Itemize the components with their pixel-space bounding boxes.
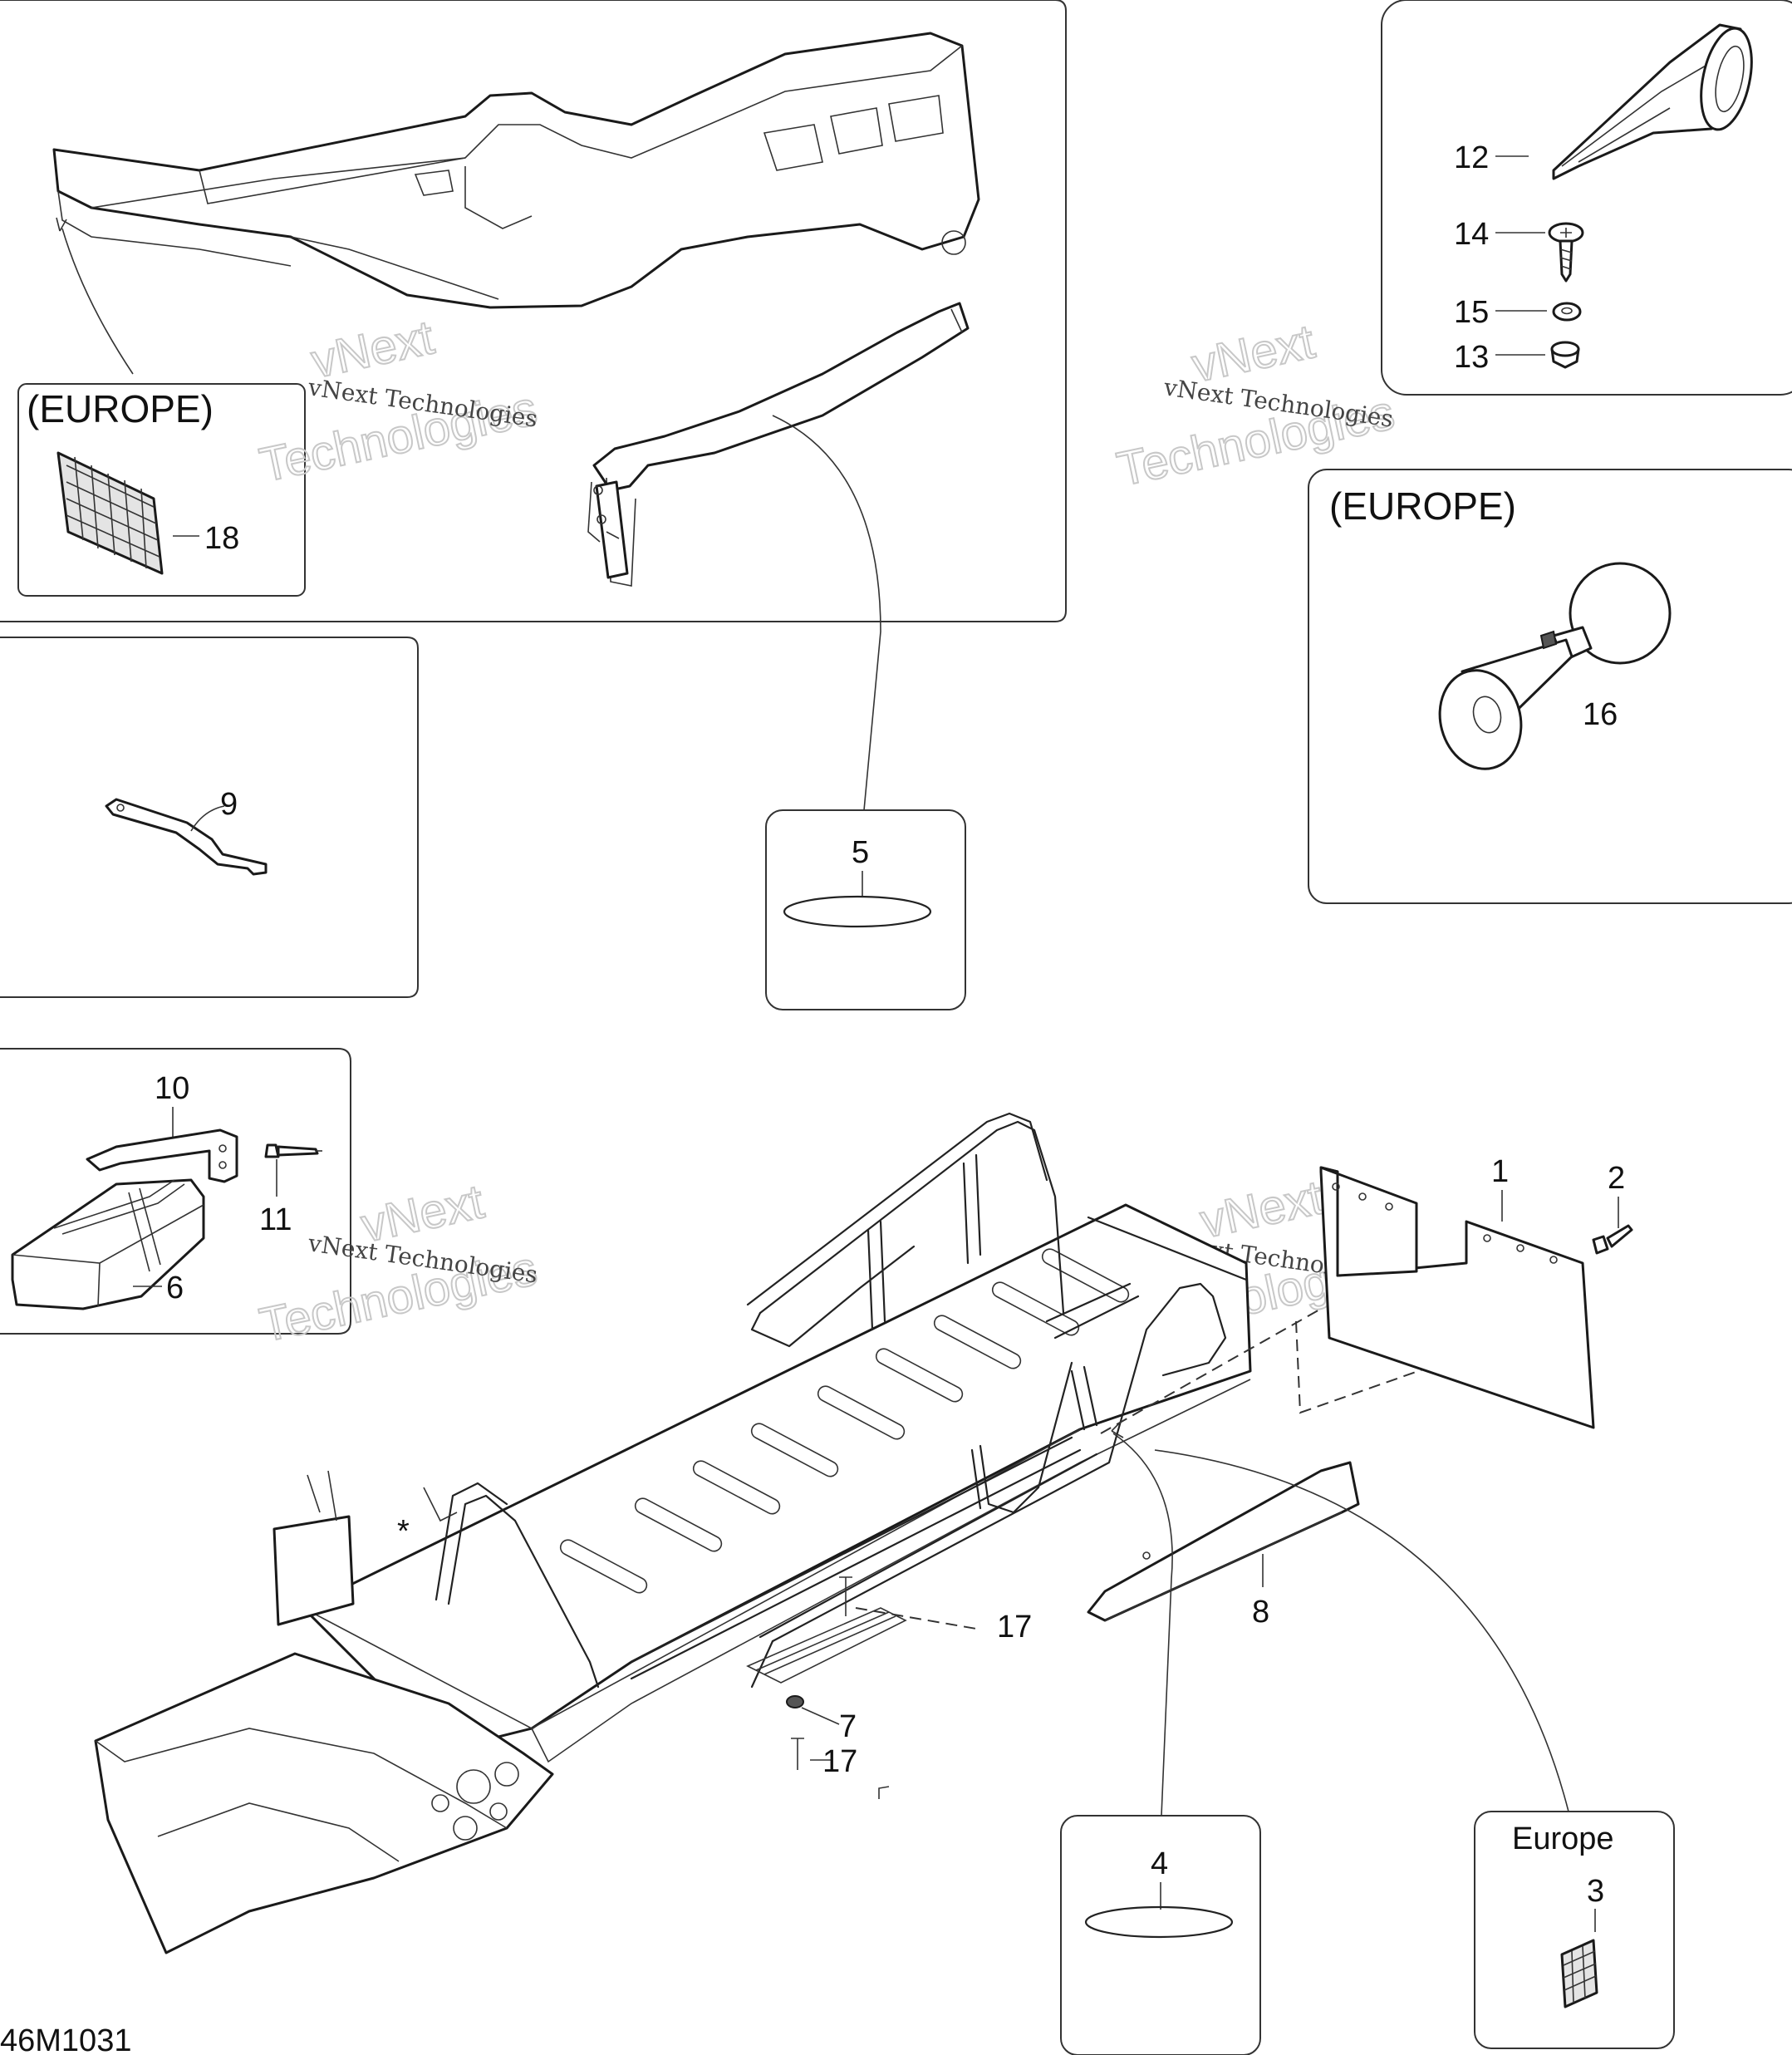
callout-16: 16 — [1583, 697, 1618, 732]
bracket-drawing — [86, 1128, 238, 1183]
callout-17a: 17 — [997, 1610, 1032, 1644]
leader-17a — [855, 1607, 977, 1630]
leader-7 — [801, 1707, 840, 1725]
callout-1: 1 — [1491, 1154, 1509, 1189]
callout-4: 4 — [1151, 1846, 1168, 1881]
callout-5: 5 — [852, 835, 869, 870]
callout-17b: 17 — [822, 1744, 857, 1779]
europe-label-bottom: Europe — [1512, 1821, 1614, 1856]
dashed-flap-leader — [1100, 1308, 1525, 1434]
screw-drawing — [1548, 222, 1584, 283]
callout-14: 14 — [1454, 217, 1489, 252]
spanner-wrench-drawing — [105, 798, 268, 876]
inset-box-bag — [0, 1048, 351, 1335]
rear-bumper-drawing — [52, 32, 980, 309]
watermark-1: vNext Technologies vNext Technologies — [254, 309, 543, 493]
europe-label-reflector: (EUROPE) — [27, 387, 214, 430]
europe-label-horn: (EUROPE) — [1329, 484, 1516, 528]
inset-box-part-5 — [765, 809, 966, 1010]
protector-plate-drawing — [1087, 1461, 1360, 1622]
leader-arrow-frame — [1111, 1422, 1124, 1438]
inset-box-wrench — [0, 637, 419, 998]
callout-12: 12 — [1454, 140, 1489, 175]
callout-8: 8 — [1252, 1595, 1269, 1630]
inset-box-horn-upper — [1381, 0, 1792, 396]
callout-7: 7 — [839, 1709, 857, 1744]
grab-handle-brace-drawing — [587, 302, 970, 587]
chassis-frame-drawing — [94, 1112, 1252, 1954]
watermark-3: vNext Technologies vNext Technologies — [254, 1173, 543, 1353]
callout-11: 11 — [259, 1202, 292, 1237]
inset-box-top-left — [0, 0, 1067, 622]
o-ring-5 — [783, 895, 932, 928]
leader-part-5 — [772, 415, 881, 811]
inset-box-europe-reflector — [17, 383, 306, 597]
asterisk-mark: * — [397, 1514, 410, 1549]
washer-hole — [1561, 307, 1573, 315]
callout-6: 6 — [166, 1271, 184, 1305]
inset-box-part-3 — [1474, 1811, 1675, 2049]
snow-flap-drawing — [1319, 1166, 1595, 1429]
deck-slots — [559, 1248, 1130, 1594]
leader-part-3 — [1154, 1449, 1569, 1812]
inset-box-part-4 — [1060, 1815, 1261, 2055]
rivet-drawing — [264, 1143, 322, 1158]
diagram-code: 46M1031 — [0, 2023, 131, 2055]
o-ring-4 — [1084, 1905, 1234, 1939]
callout-13: 13 — [1454, 340, 1489, 375]
callout-10: 10 — [155, 1071, 189, 1106]
reflector-3-drawing — [1560, 1939, 1598, 2008]
callout-2: 2 — [1608, 1161, 1625, 1196]
callout-15: 15 — [1454, 295, 1489, 330]
bulb-horn-drawing — [1438, 562, 1672, 770]
leader-part-4 — [1112, 1433, 1173, 1817]
leader-9 — [190, 805, 225, 832]
leader-arrow-bumper — [56, 217, 67, 232]
reflector-drawing — [56, 451, 164, 575]
inset-box-europe-horn — [1308, 469, 1792, 904]
nut-drawing — [1550, 341, 1580, 369]
horn-drawing — [1552, 23, 1753, 180]
callout-18: 18 — [204, 521, 239, 556]
washer-drawing — [1552, 302, 1582, 322]
corner-mark — [878, 1786, 890, 1799]
tool-bag-drawing — [11, 1178, 205, 1310]
flap-rivet-drawing — [1592, 1224, 1633, 1255]
leader-reflector-18 — [61, 228, 134, 375]
callout-3: 3 — [1587, 1874, 1604, 1909]
callout-9: 9 — [220, 787, 238, 822]
